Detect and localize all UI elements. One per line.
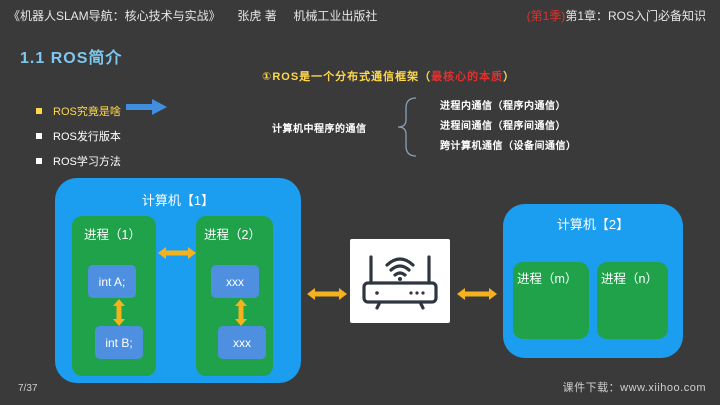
bullet-icon [36, 132, 42, 139]
book-title: 《机器人SLAM导航：核心技术与实战》 [8, 9, 221, 23]
var-xxx-top: xxx [211, 265, 259, 298]
season-label: (第1季) [526, 9, 566, 23]
author: 张虎 著 [237, 9, 277, 23]
tree-item-cross-device: 跨计算机通信（设备间通信） [440, 141, 577, 152]
publisher: 机械工业出版社 [293, 9, 378, 23]
process-2-label: 进程（2） [204, 228, 261, 242]
double-arrow-icon [158, 247, 196, 259]
process-m-box: 进程（m） [513, 262, 589, 339]
nav-item-what-is-ros[interactable]: ROS究竟是啥 [36, 98, 121, 123]
bullet-icon [36, 107, 42, 114]
var-xxx-bottom: xxx [218, 326, 266, 359]
subtitle: ①ROS是一个分布式通信框架（最核心的本质） [262, 68, 515, 84]
chapter-label: 第1章：ROS入门必备知识 [565, 9, 706, 23]
nav-item-label: ROS究竟是啥 [53, 105, 121, 118]
bullet-icon [36, 157, 42, 164]
topic-nav: ROS究竟是啥 ROS发行版本 ROS学习方法 [36, 98, 121, 173]
nav-item-label: ROS学习方法 [53, 155, 121, 168]
computer-2-label: 计算机【2】 [556, 217, 630, 232]
left-brace-icon [397, 97, 417, 157]
wifi-router-icon [362, 255, 438, 310]
download-link[interactable]: 课件下载：www.xiihoo.com [562, 382, 706, 394]
nav-item-ros-versions[interactable]: ROS发行版本 [36, 123, 121, 148]
tree-root: 计算机中程序的通信 [272, 124, 367, 135]
tree-item-inter-process: 进程间通信（程序间通信） [440, 121, 566, 132]
section-title: 1.1 ROS简介 [20, 50, 123, 67]
header-book-info: 《机器人SLAM导航：核心技术与实战》 张虎 著 机械工业出版社 [8, 7, 377, 24]
var-int-a: int A; [88, 265, 136, 298]
nav-item-label: ROS发行版本 [53, 130, 121, 143]
computer-1-label: 计算机【1】 [141, 193, 215, 208]
subtitle-prefix: ①ROS是一个分布式通信框架（ [262, 71, 432, 83]
double-arrow-vertical-icon [235, 299, 247, 326]
tree-item-intra-process: 进程内通信（程序内通信） [440, 101, 566, 112]
double-arrow-vertical-icon [113, 299, 125, 326]
header-chapter: (第1季)第1章：ROS入门必备知识 [527, 7, 706, 24]
double-arrow-icon [307, 288, 347, 300]
page-number: 7/37 [18, 383, 38, 394]
var-int-b: int B; [95, 326, 143, 359]
process-n-box: 进程（n） [597, 262, 668, 339]
nav-item-learning-methods[interactable]: ROS学习方法 [36, 148, 121, 173]
process-m-label: 进程（m） [517, 272, 578, 286]
process-n-label: 进程（n） [601, 272, 658, 286]
router-box [350, 239, 450, 323]
subtitle-highlight: 最核心的本质 [431, 71, 504, 83]
subtitle-suffix: ） [503, 71, 516, 83]
process-1-label: 进程（1） [84, 228, 141, 242]
double-arrow-icon [457, 288, 497, 300]
arrow-right-icon [126, 99, 167, 115]
